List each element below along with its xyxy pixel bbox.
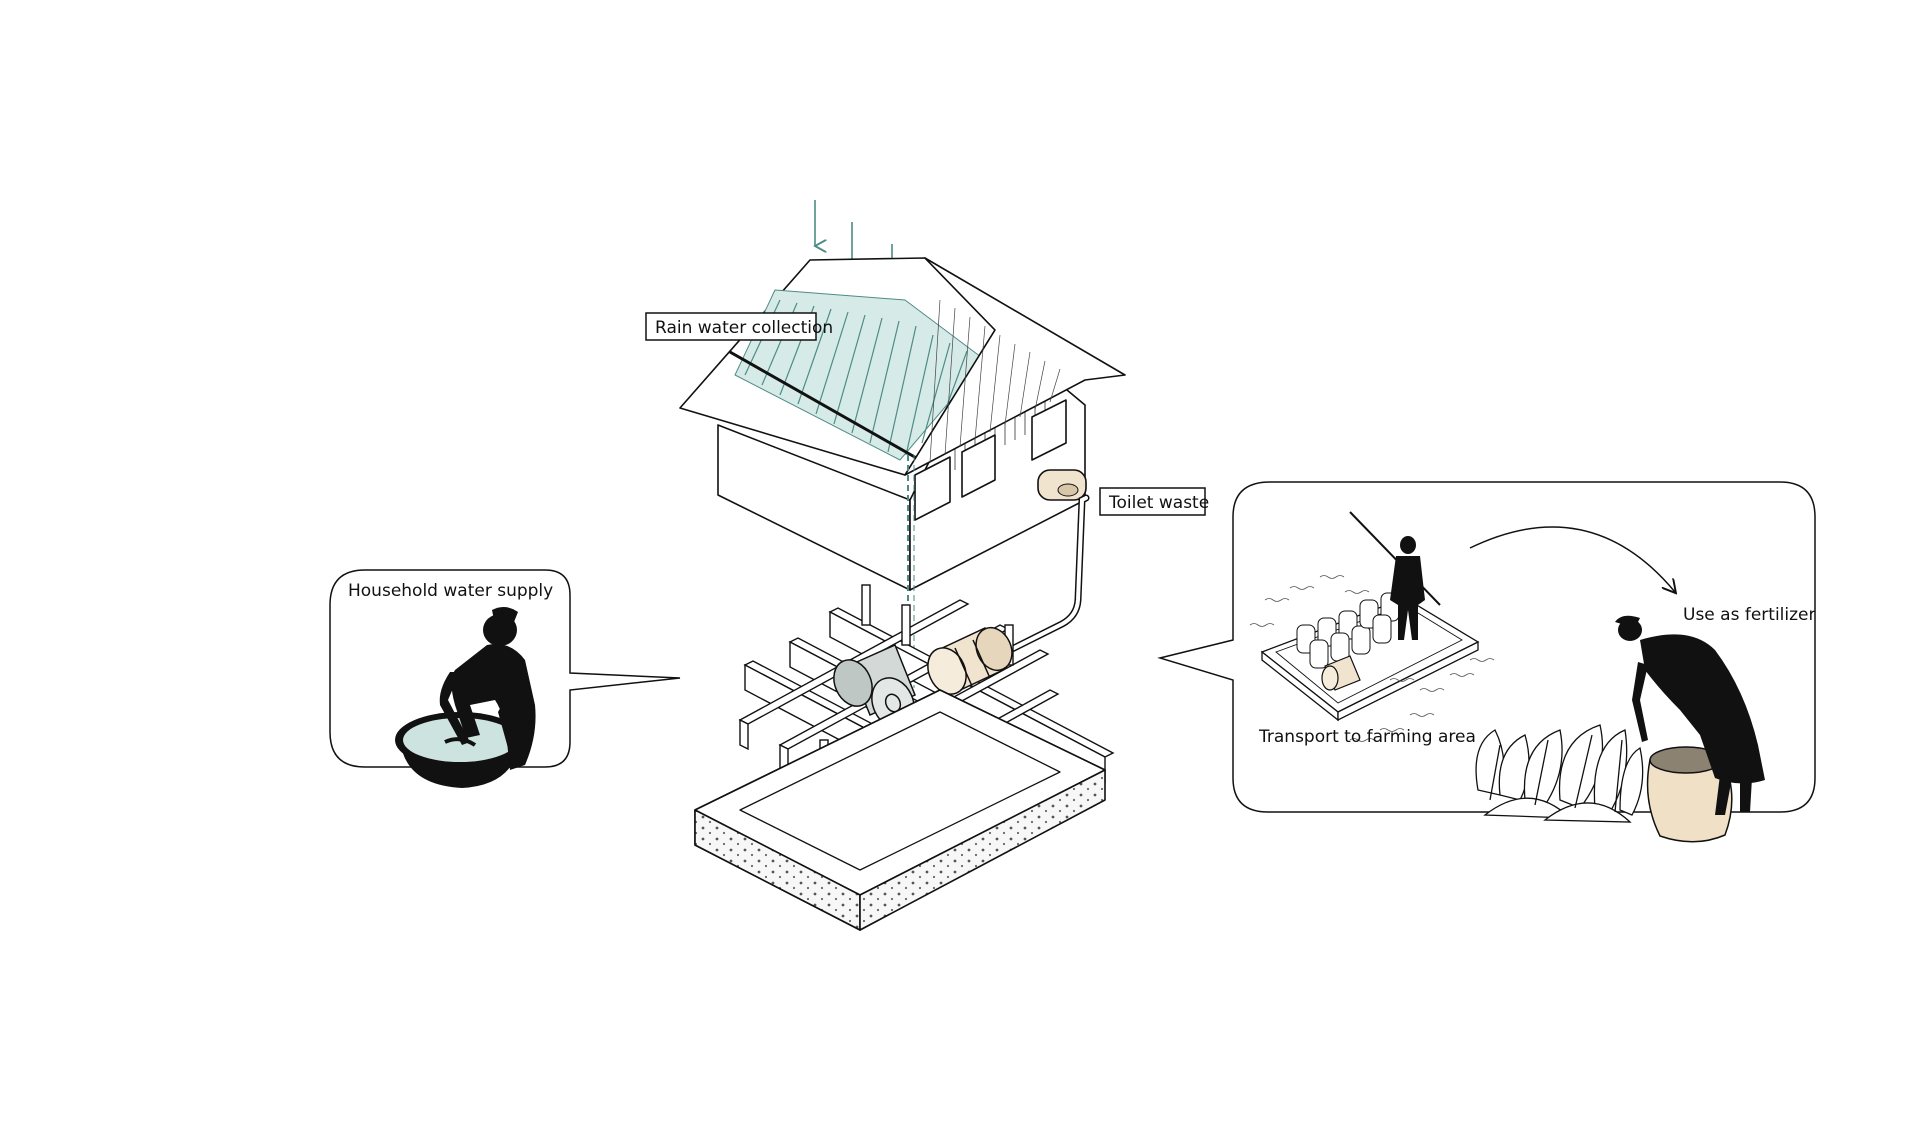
water-ripples bbox=[1249, 575, 1495, 742]
house bbox=[679, 257, 1126, 591]
rain-water-callout: Rain water collection bbox=[645, 312, 833, 341]
household-water-label: Household water supply bbox=[348, 581, 553, 601]
rain-water-label: Rain water collection bbox=[655, 318, 833, 338]
transport-raft bbox=[1260, 597, 1480, 722]
roof-right-slope bbox=[904, 257, 1126, 476]
raft-barrel bbox=[1321, 655, 1361, 691]
foundation-slab bbox=[694, 689, 1106, 931]
flow-arrow bbox=[1469, 526, 1675, 592]
crop-plants bbox=[1475, 724, 1644, 823]
woman-farming-silhouette bbox=[1615, 615, 1765, 815]
man-with-pole-silhouette bbox=[1349, 511, 1441, 640]
roof-gutter bbox=[729, 350, 921, 462]
waste-barrel bbox=[927, 626, 1013, 695]
water-barrel bbox=[833, 643, 916, 729]
toilet-waste-callout: Toilet waste bbox=[1099, 487, 1209, 516]
toilet-waste-label: Toilet waste bbox=[1108, 493, 1209, 513]
fertilizer-label: Use as fertilizer bbox=[1683, 605, 1815, 625]
house-windows bbox=[914, 399, 1067, 521]
household-water-bubble: Household water supply bbox=[329, 569, 681, 788]
roof-panel-lines bbox=[744, 299, 968, 456]
stacked-barrels bbox=[1296, 592, 1400, 669]
farming-bubble: Transport to farming area Use as fertili… bbox=[1157, 481, 1816, 843]
fertilizer-sack bbox=[1646, 746, 1733, 843]
transport-label: Transport to farming area bbox=[1258, 727, 1476, 747]
woman-washing-silhouette bbox=[439, 606, 536, 770]
roof-right-siding bbox=[929, 299, 1061, 463]
